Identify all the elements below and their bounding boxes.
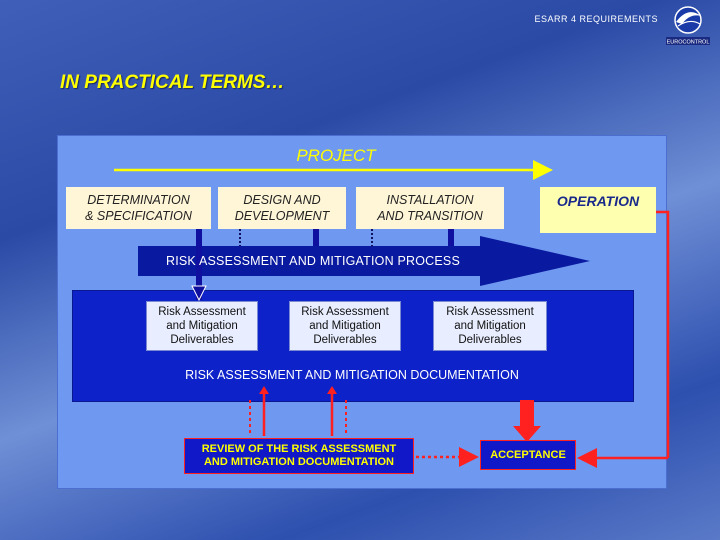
deliverable-box-2: Risk Assessment and Mitigation Deliverab… xyxy=(289,301,401,351)
phase-line: & SPECIFICATION xyxy=(85,209,192,223)
phase-line: DESIGN AND xyxy=(243,193,321,207)
review-link-1-head xyxy=(259,386,269,394)
deliverable-box-1: Risk Assessment and Mitigation Deliverab… xyxy=(146,301,258,351)
doc-to-acceptance-head xyxy=(513,426,541,442)
phase-line: DEVELOPMENT xyxy=(234,209,330,223)
deliverable-line: Deliverables xyxy=(313,334,377,346)
phase-design-development: DESIGN AND DEVELOPMENT xyxy=(218,187,346,229)
review-box: REVIEW OF THE RISK ASSESSMENT AND MITIGA… xyxy=(184,438,414,474)
deliverable-line: and Mitigation xyxy=(166,320,238,332)
acceptance-box: ACCEPTANCE xyxy=(480,440,576,470)
deliverable-line: Deliverables xyxy=(458,334,522,346)
phase-line: OPERATION xyxy=(556,193,640,209)
header-label: ESARR 4 REQUIREMENTS xyxy=(534,14,658,24)
doc-to-acceptance-stem xyxy=(520,400,534,428)
deliverable-line: and Mitigation xyxy=(309,320,381,332)
phase-line: INSTALLATION xyxy=(386,193,474,207)
slide-title: IN PRACTICAL TERMS… xyxy=(60,72,285,93)
review-link-2-head xyxy=(327,386,337,394)
connector-phase-1-head xyxy=(191,285,207,302)
deliverable-line: Risk Assessment xyxy=(446,306,534,318)
deliverable-line: Risk Assessment xyxy=(301,306,389,318)
phase-operation: OPERATION xyxy=(540,187,656,233)
operation-return-line xyxy=(656,210,670,458)
deliverable-line: and Mitigation xyxy=(454,320,526,332)
deliverable-line: Deliverables xyxy=(170,334,234,346)
deliverable-line: Risk Assessment xyxy=(158,306,246,318)
phase-line: DETERMINATION xyxy=(87,193,190,207)
eurocontrol-logo: EUROCONTROL xyxy=(664,4,712,46)
process-arrow xyxy=(138,236,590,286)
logo-text: EUROCONTROL xyxy=(667,40,710,46)
review-line: AND MITIGATION DOCUMENTATION xyxy=(203,456,395,468)
phase-determination-specification: DETERMINATION & SPECIFICATION xyxy=(66,187,211,229)
documentation-label: RISK ASSESSMENT AND MITIGATION DOCUMENTA… xyxy=(185,368,519,382)
review-line: REVIEW OF THE RISK ASSESSMENT xyxy=(201,443,397,455)
project-label: PROJECT xyxy=(296,146,376,165)
deliverable-box-3: Risk Assessment and Mitigation Deliverab… xyxy=(433,301,547,351)
phase-line: AND TRANSITION xyxy=(377,209,483,223)
phase-installation-transition: INSTALLATION AND TRANSITION xyxy=(356,187,504,229)
process-label: RISK ASSESSMENT AND MITIGATION PROCESS xyxy=(166,254,461,268)
